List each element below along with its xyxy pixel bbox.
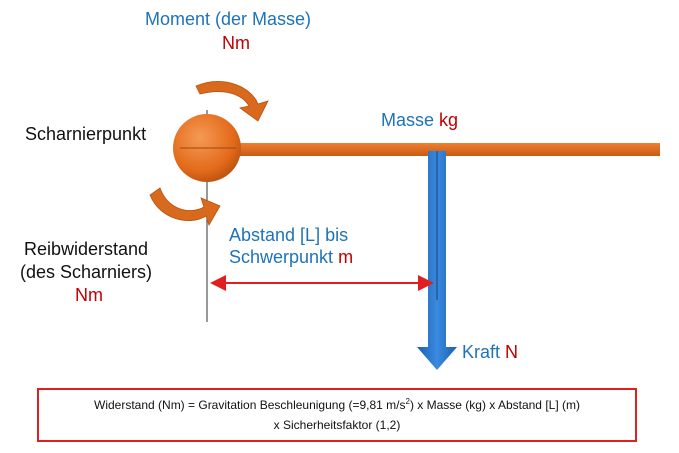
mass-word: Masse — [381, 110, 435, 130]
force-word: Kraft — [462, 342, 501, 362]
pivot-label: Scharnierpunkt — [25, 124, 147, 144]
friction-curved-arrow — [149, 187, 221, 226]
formula-line2: x Sicherheitsfaktor (1,2) — [273, 418, 401, 432]
moment-unit: Nm — [222, 33, 250, 53]
distance-unit: m — [338, 247, 354, 267]
formula-line1: Widerstand (Nm) = Gravitation Beschleuni… — [94, 397, 580, 413]
force-label: Kraft N — [462, 341, 518, 363]
distance-line1: Abstand [L] bis — [229, 225, 349, 245]
friction-line1: Reibwiderstand — [24, 239, 149, 259]
moment-title: Moment (der Masse) — [145, 9, 312, 29]
mass-unit: kg — [439, 110, 459, 130]
lever-beam — [200, 143, 660, 156]
friction-line2: (des Scharniers) — [20, 262, 153, 282]
friction-unit: Nm — [75, 285, 103, 305]
mass-label: Masse kg — [381, 109, 458, 131]
distance-line2: Schwerpunkt m — [229, 246, 353, 268]
formula-box: Widerstand (Nm) = Gravitation Beschleuni… — [37, 388, 637, 442]
force-unit: N — [505, 342, 519, 362]
moment-curved-arrow — [195, 81, 269, 122]
distance-word: Schwerpunkt — [229, 247, 334, 267]
